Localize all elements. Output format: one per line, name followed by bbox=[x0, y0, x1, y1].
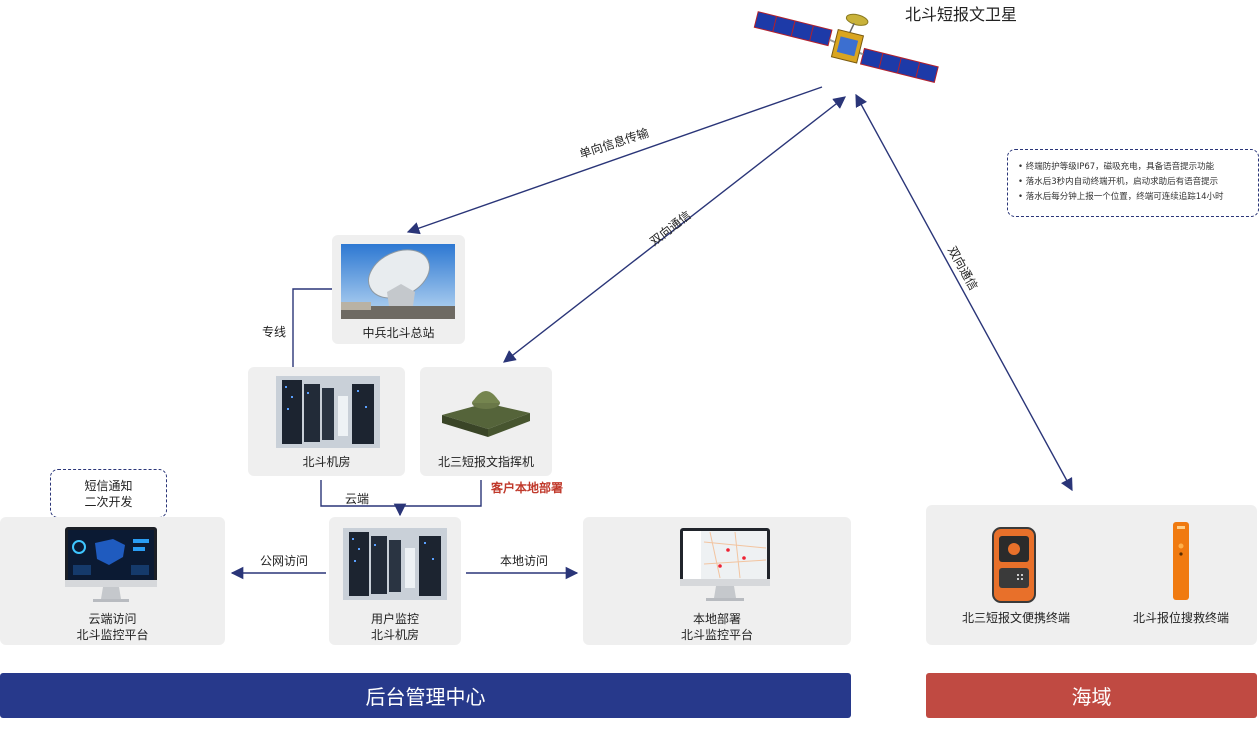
portable-terminal-image bbox=[991, 526, 1037, 604]
customer-deploy-label: 客户本地部署 bbox=[491, 481, 564, 495]
note-item: • 落水后每分钟上报一个位置，终端可连续追踪14小时 bbox=[1018, 192, 1224, 202]
local-platform-card: 本地部署 北斗监控平台 bbox=[583, 517, 851, 645]
rescue-terminal-label: 北斗报位搜救终端 bbox=[1132, 611, 1229, 625]
terminal-features-note: • 终端防护等级IP67，磁吸充电，具备语音提示功能 • 落水后3秒内自动终端开… bbox=[1007, 149, 1259, 217]
sea-area-band: 海域 bbox=[926, 673, 1257, 718]
commander-device-image bbox=[438, 385, 534, 437]
one-way-link-arrow bbox=[406, 86, 823, 235]
cloud-label: 云端 bbox=[345, 492, 370, 506]
local-access-label: 本地访问 bbox=[500, 554, 549, 568]
note-item: • 落水后3秒内自动终端开机，启动求助后有语音提示 bbox=[1018, 177, 1219, 187]
local-platform-line-2: 北斗监控平台 bbox=[680, 628, 753, 642]
user-monitor-line-1: 用户监控 bbox=[370, 612, 419, 626]
two-way-sea-link-arrow bbox=[855, 93, 1073, 492]
ground-station-image bbox=[341, 244, 455, 319]
sms-notify-box: 短信通知 二次开发 bbox=[50, 469, 167, 518]
ground-station-card: 中兵北斗总站 bbox=[332, 235, 465, 344]
dedicated-line-connector bbox=[292, 288, 332, 367]
commander-label: 北三短报文指挥机 bbox=[437, 455, 534, 469]
note-item: • 终端防护等级IP67，磁吸充电，具备语音提示功能 bbox=[1018, 162, 1215, 172]
monitor-dashboard-image bbox=[65, 527, 157, 603]
ground-station-label: 中兵北斗总站 bbox=[362, 326, 435, 340]
cloud-platform-card: 云端访问 北斗监控平台 bbox=[0, 517, 225, 645]
commander-card: 北三短报文指挥机 bbox=[420, 367, 552, 476]
user-monitor-line-2: 北斗机房 bbox=[370, 628, 419, 642]
user-monitor-card: 用户监控 北斗机房 bbox=[329, 517, 461, 645]
satellite-image bbox=[746, 8, 946, 88]
beidou-room-label: 北斗机房 bbox=[302, 455, 351, 469]
sms-line-1: 短信通知 bbox=[84, 479, 133, 493]
cloud-platform-line-2: 北斗监控平台 bbox=[76, 628, 149, 642]
beidou-room-card: 北斗机房 bbox=[248, 367, 405, 476]
local-platform-line-1: 本地部署 bbox=[692, 612, 741, 626]
rescue-terminal-image bbox=[1170, 520, 1192, 602]
cloud-connector-right bbox=[393, 480, 482, 517]
two-way-center-link-arrow bbox=[503, 96, 846, 363]
sms-line-2: 二次开发 bbox=[84, 495, 133, 509]
cloud-connector-left bbox=[320, 480, 400, 507]
sea-terminals-card: 北三短报文便携终端 北斗报位搜救终端 bbox=[926, 505, 1257, 645]
server-room-image bbox=[343, 528, 447, 600]
server-room-image bbox=[276, 376, 380, 448]
cloud-platform-line-1: 云端访问 bbox=[88, 612, 137, 626]
dedicated-line-label: 专线 bbox=[262, 325, 287, 339]
public-access-label: 公网访问 bbox=[260, 554, 309, 568]
monitor-map-image bbox=[680, 528, 770, 604]
management-center-band: 后台管理中心 bbox=[0, 673, 851, 718]
satellite-title: 北斗短报文卫星 bbox=[905, 5, 1018, 24]
portable-terminal-label: 北三短报文便携终端 bbox=[961, 611, 1070, 625]
